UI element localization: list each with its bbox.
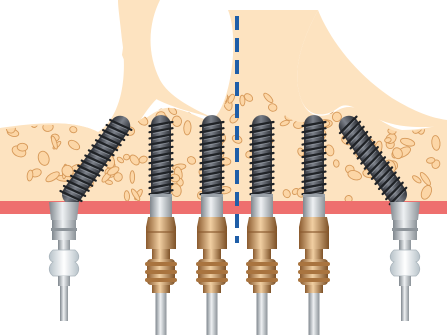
silver-neck-lower: [58, 276, 70, 286]
gold-line: [146, 231, 176, 233]
tilted-abutment-head: [390, 202, 420, 220]
bone-particle: [410, 100, 421, 108]
silver-neck-lower: [399, 276, 411, 286]
silver-post: [257, 293, 268, 335]
implant-collar: [251, 195, 273, 217]
bone-particle: [240, 95, 246, 106]
gold-base: [152, 285, 170, 293]
bone-particle: [17, 143, 28, 151]
bone-particle: [130, 171, 135, 184]
gold-ring: [145, 262, 177, 266]
gold-ring: [196, 270, 228, 274]
silicone-attachment: [49, 250, 79, 276]
implant-collar: [303, 195, 325, 217]
gold-ring: [145, 270, 177, 274]
bone-particle: [333, 159, 340, 167]
gold-ring: [246, 262, 278, 266]
gold-neck: [203, 249, 221, 259]
gold-ring: [246, 278, 278, 282]
gold-ring: [298, 262, 330, 266]
gold-ring: [298, 270, 330, 274]
silver-post: [309, 293, 320, 335]
gold-neck: [305, 249, 323, 259]
bone-particle: [124, 191, 130, 202]
gold-base: [253, 285, 271, 293]
implant-collar: [201, 195, 223, 217]
bone-particle: [183, 121, 191, 136]
silver-post: [156, 293, 167, 335]
gold-line: [247, 231, 277, 233]
gold-ring: [196, 278, 228, 282]
tilted-abutment-head: [49, 202, 79, 220]
gold-line: [197, 231, 227, 233]
gold-line: [299, 231, 329, 233]
collar-ring: [251, 194, 273, 197]
gold-base: [305, 285, 323, 293]
silicone-attachment: [390, 250, 420, 276]
silver-post: [401, 286, 409, 321]
bone-particle: [123, 154, 130, 161]
bone-white-left: [0, 0, 124, 128]
gold-ring: [145, 278, 177, 282]
silver-neck: [399, 240, 411, 250]
gold-base: [203, 285, 221, 293]
silver-ring: [51, 228, 77, 231]
collar-ring: [201, 194, 223, 197]
collar-ring: [150, 194, 172, 197]
gold-neck: [152, 249, 170, 259]
silver-neck: [58, 240, 70, 250]
gold-neck: [253, 249, 271, 259]
silver-ring: [392, 228, 418, 231]
collar-ring: [303, 194, 325, 197]
silver-post: [60, 286, 68, 321]
implant-collar: [150, 195, 172, 217]
gold-ring: [196, 262, 228, 266]
gold-ring: [246, 270, 278, 274]
gold-ring: [298, 278, 330, 282]
silver-post: [207, 293, 218, 335]
